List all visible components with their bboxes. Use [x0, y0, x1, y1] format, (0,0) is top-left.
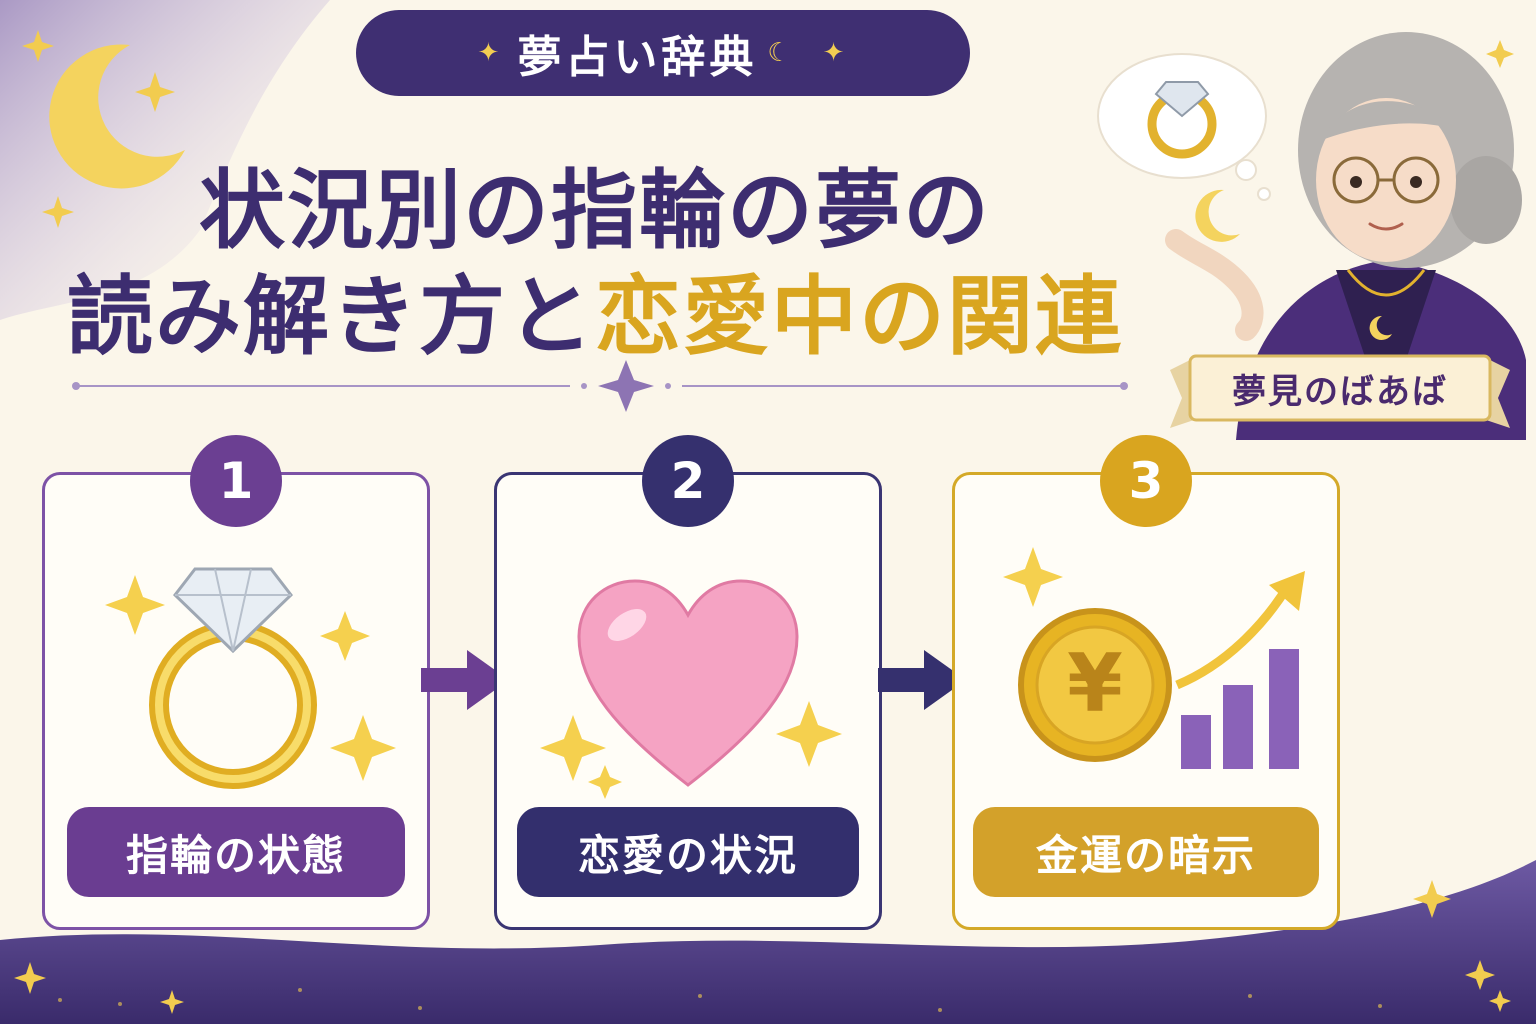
page-title-line1: 状況別の指輪の夢の [199, 161, 991, 261]
step-label: 金運の暗示 [973, 807, 1319, 897]
step-label: 恋愛の状況 [517, 807, 859, 897]
page-title-line2: 読み解き方と恋愛中の関連 [0, 246, 1190, 371]
dictionary-badge: ✦ 夢占い辞典 ☾ ✦ [356, 10, 970, 96]
title-main: 読み解き方と [67, 267, 595, 367]
sparkle-icon: ✦ [822, 38, 849, 68]
step-card-1: 1 指輪の状態 [42, 435, 430, 930]
heart-icon [540, 579, 842, 799]
thought-cloud [1097, 53, 1271, 201]
crescent-moon-icon [49, 44, 185, 189]
arrow-right-icon [878, 650, 966, 710]
step-number-badge: 3 [1100, 435, 1192, 527]
arrow-right-icon [421, 650, 509, 710]
step-label: 指輪の状態 [67, 807, 405, 897]
title-divider [72, 360, 1128, 412]
title-accent: 恋愛中の関連 [595, 267, 1123, 367]
step-card-2: 2 恋愛の状況 [494, 435, 882, 930]
step-card-3: 3 ¥ 金運の暗示 [952, 435, 1340, 930]
step-number-badge: 2 [642, 435, 734, 527]
sparkle-icon: ✦ [477, 38, 504, 68]
moon-icon: ☾ [767, 38, 795, 68]
yen-symbol: ¥ [1067, 637, 1123, 730]
badge-label: 夢占い辞典 [517, 32, 758, 83]
yen-coin-icon: ¥ [1003, 547, 1305, 769]
character-name: 夢見のばあば [1232, 371, 1448, 412]
name-ribbon [1170, 354, 1510, 428]
diamond-ring-icon [105, 567, 396, 789]
step-number-badge: 1 [190, 435, 282, 527]
diamond-ring-icon [1147, 81, 1217, 159]
